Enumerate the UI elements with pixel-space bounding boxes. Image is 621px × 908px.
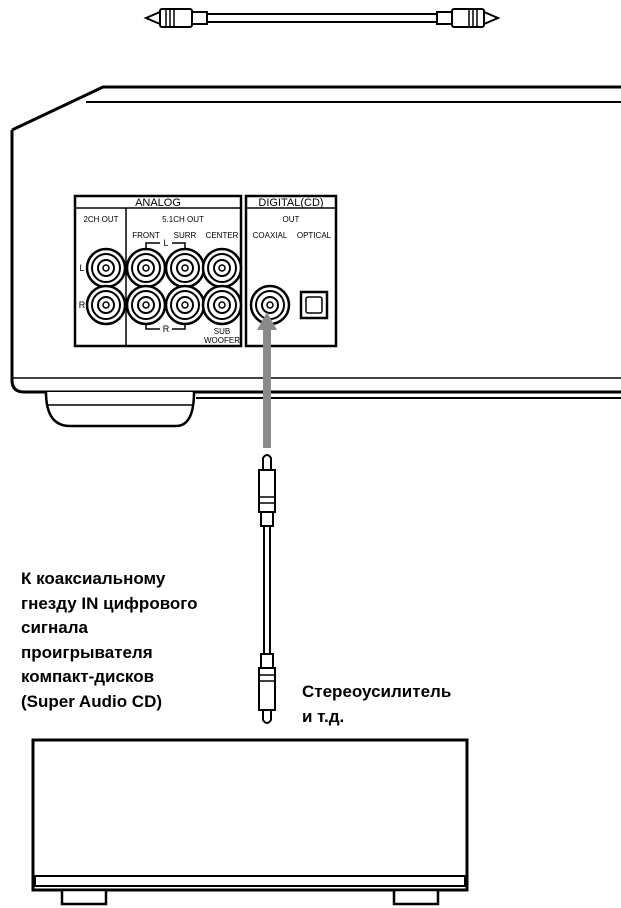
front-label: FRONT bbox=[132, 231, 160, 240]
player-foot bbox=[44, 391, 196, 428]
player-body bbox=[10, 85, 621, 399]
front-l-jack[interactable] bbox=[125, 247, 167, 289]
optical-out-jack[interactable] bbox=[299, 290, 329, 320]
coaxial-cable-illustration bbox=[143, 8, 501, 28]
surr-l-jack[interactable] bbox=[164, 247, 206, 289]
caption-stereo-amplifier: Стереоусилитель и т.д. bbox=[302, 680, 451, 729]
caption-right-line: и т.д. bbox=[302, 706, 345, 726]
caption-left-line: сигнала bbox=[21, 618, 88, 637]
caption-left-line: К коаксиальному bbox=[21, 569, 166, 588]
out-label: OUT bbox=[283, 215, 300, 224]
digital-panel: DIGITAL(CD) OUT COAXIAL OPTICAL bbox=[244, 194, 338, 348]
optical-label: OPTICAL bbox=[297, 231, 332, 240]
caption-right-line: Стереоусилитель bbox=[302, 682, 452, 701]
r-bracket: R bbox=[145, 324, 186, 334]
surr-r-jack[interactable] bbox=[164, 284, 206, 326]
sub-label: SUB bbox=[214, 327, 230, 336]
center-label: CENTER bbox=[206, 231, 239, 240]
caption-left-line: компакт-дисков bbox=[21, 667, 155, 686]
amplifier-box bbox=[31, 738, 469, 906]
surr-label: SURR bbox=[174, 231, 197, 240]
2ch-out-r-jack[interactable] bbox=[85, 284, 127, 326]
caption-cd-player-coaxial-in: К коаксиальному гнезду IN цифрового сигн… bbox=[21, 567, 198, 714]
2ch-out-l-jack[interactable] bbox=[85, 247, 127, 289]
r-bracket-label: R bbox=[163, 324, 170, 334]
2ch-out-label: 2CH OUT bbox=[83, 215, 118, 224]
coaxial-label: COAXIAL bbox=[253, 231, 288, 240]
digital-header: DIGITAL(CD) bbox=[258, 197, 323, 209]
vertical-cable bbox=[258, 454, 276, 724]
5-1ch-out-label: 5.1CH OUT bbox=[162, 215, 204, 224]
caption-left-line: гнезду IN цифрового bbox=[21, 593, 198, 613]
caption-left-line: проигрывателя bbox=[21, 642, 153, 662]
subwoofer-jack[interactable] bbox=[201, 284, 243, 326]
l-bracket-label: L bbox=[163, 238, 168, 248]
caption-left-line: (Super Audio CD) bbox=[21, 691, 163, 711]
woofer-label: WOOFER bbox=[204, 336, 240, 345]
l-bracket: L bbox=[145, 238, 186, 248]
analog-panel: ANALOG 2CH OUT 5.1CH OUT FRONT SURR CENT… bbox=[73, 194, 243, 348]
center-jack[interactable] bbox=[201, 247, 243, 289]
connection-arrow bbox=[257, 312, 277, 448]
front-r-jack[interactable] bbox=[125, 284, 167, 326]
analog-header: ANALOG bbox=[135, 197, 181, 209]
2ch-l-label: L bbox=[79, 263, 84, 273]
2ch-r-label: R bbox=[79, 300, 86, 310]
